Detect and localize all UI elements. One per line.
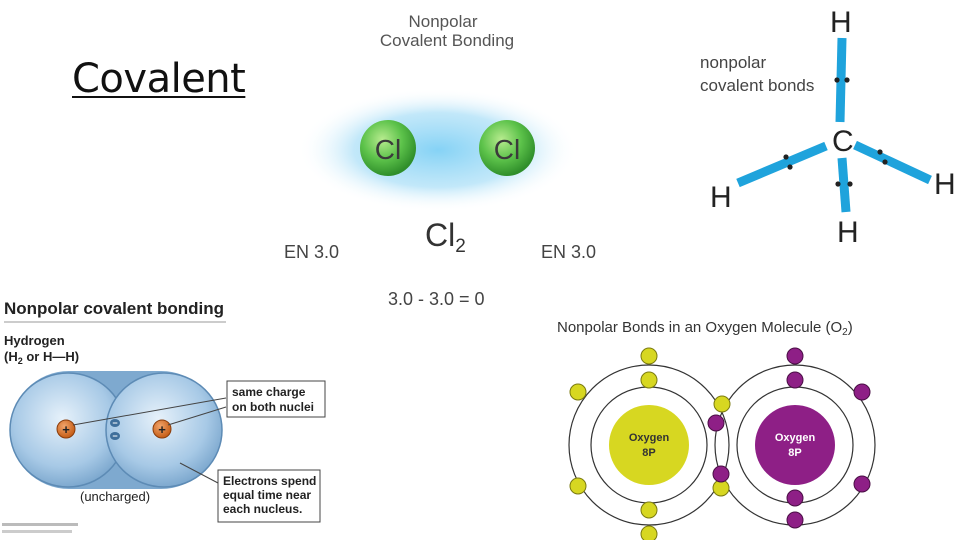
figure-credit-smudge — [2, 523, 78, 526]
carbon-label: C — [832, 125, 854, 158]
nucleus-left — [56, 419, 76, 439]
oxygen-heading: Nonpolar Bonds in an Oxygen Molecule (O2… — [557, 319, 853, 338]
en-right: EN 3.0 — [541, 242, 596, 262]
cl2-diagram: Nonpolar Covalent Bonding Cl Cl Cl2 EN 3… — [284, 12, 596, 309]
electron-cloud-glow — [298, 88, 578, 212]
callout-bottom-line2: equal time near — [223, 488, 311, 502]
callout-bottom-box — [217, 469, 321, 523]
electron-pair-dots — [783, 77, 888, 187]
uncharged-label: (uncharged) — [80, 489, 150, 504]
hydrogen-label-bottom: H — [837, 216, 859, 249]
hydrogen-formula: (H2 or H—H) — [4, 349, 79, 366]
en-left: EN 3.0 — [284, 242, 339, 262]
oxygen-right-label-1: Oxygen — [775, 432, 816, 444]
hydrogen-molecule-name: Hydrogen — [4, 333, 65, 348]
oxygen-diagram: Nonpolar Bonds in an Oxygen Molecule (O2… — [557, 319, 876, 540]
electrons-left — [569, 347, 731, 540]
hydrogen-label-right: H — [934, 168, 956, 201]
cl2-formula: Cl2 — [425, 217, 466, 257]
callout-bottom-line1: Electrons spend — [223, 474, 316, 488]
methane-diagram: nonpolar covalent bonds C H H H H — [700, 6, 956, 249]
cl2-formula-main: Cl — [425, 217, 455, 253]
oxygen-nucleus-right — [755, 405, 835, 485]
chlorine-label-right: Cl — [494, 134, 520, 165]
callout-top-box — [226, 380, 326, 418]
callout-top-line1: same charge — [232, 385, 306, 399]
electron-bottom-sign: − — [112, 431, 117, 441]
chlorine-atom-right — [479, 120, 535, 176]
bond-top — [835, 37, 847, 123]
bond-right — [853, 140, 932, 185]
nucleus-left-sign: + — [62, 422, 70, 437]
callout-top-pointer-a — [72, 397, 227, 426]
oxygen-nucleus-left — [609, 405, 689, 485]
electron-bottom — [110, 432, 120, 440]
cl2-formula-subscript: 2 — [455, 236, 466, 257]
bond-bottom — [837, 157, 851, 213]
oxygen-right-label-2: 8P — [788, 447, 801, 459]
cl2-heading-line1: Nonpolar — [409, 12, 478, 31]
en-difference: 3.0 - 3.0 = 0 — [388, 289, 485, 309]
callout-bottom-pointer — [179, 462, 219, 484]
methane-label-line2: covalent bonds — [700, 76, 814, 95]
hydrogen-diagram: Nonpolar covalent bonding Hydrogen (H2 o… — [2, 299, 326, 533]
methane-label-line1: nonpolar — [700, 53, 767, 72]
figure-credit-smudge-2 — [2, 530, 72, 533]
electron-top — [110, 419, 120, 427]
cl2-heading-line2: Covalent Bonding — [380, 31, 514, 50]
hydrogen-label-top: H — [830, 6, 852, 39]
callout-bottom-line3: each nucleus. — [223, 502, 302, 516]
oxygen-left-label-2: 8P — [642, 447, 655, 459]
callout-top-line2: on both nuclei — [232, 400, 314, 414]
bond-left — [736, 141, 828, 188]
hydrogen-heading: Nonpolar covalent bonding — [4, 299, 224, 318]
hydrogen-label-left: H — [710, 181, 732, 214]
callout-top-pointer-b — [167, 406, 227, 426]
nucleus-right — [152, 419, 172, 439]
slide-title: Covalent — [72, 56, 246, 102]
oxygen-left-label-1: Oxygen — [629, 432, 670, 444]
nucleus-right-sign: + — [158, 422, 166, 437]
chlorine-atom-left — [360, 120, 416, 176]
chlorine-label-left: Cl — [375, 134, 401, 165]
electrons-right — [707, 347, 871, 529]
electron-top-sign: − — [112, 418, 117, 428]
